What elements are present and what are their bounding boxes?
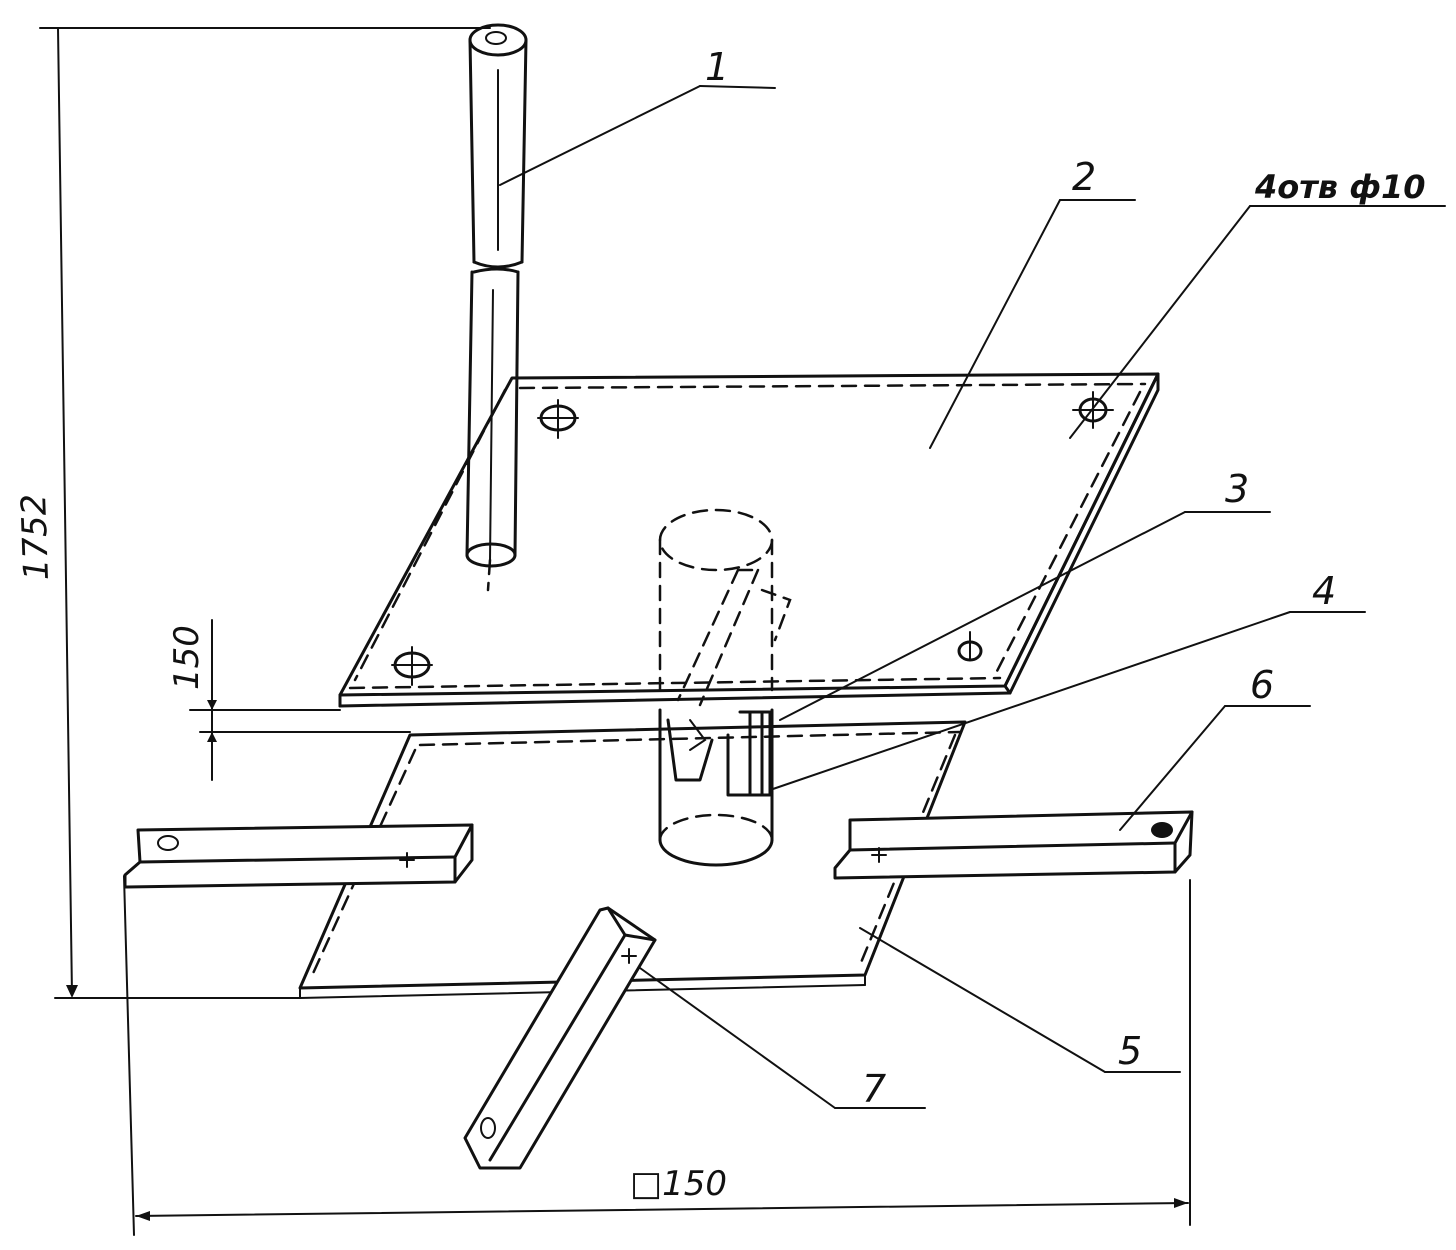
gap-dimension-text: 150 <box>167 625 207 690</box>
square-dimension-text: □150 <box>630 1164 727 1204</box>
top-plate <box>338 372 1160 708</box>
label-item-3: 3 <box>1225 467 1249 511</box>
label-item-2: 2 <box>1072 155 1096 199</box>
height-dimension-text: 1752 <box>14 493 57 581</box>
gap-dimension: 150 <box>167 619 411 781</box>
label-item-1: 1 <box>705 45 729 89</box>
left-angle-bracket <box>123 823 474 889</box>
label-item-7: 7 <box>862 1067 886 1111</box>
vertical-rod <box>465 23 528 592</box>
leader-lines <box>499 85 1446 1109</box>
square-dimension: □150 <box>123 875 1191 1236</box>
label-holes-note: 4отв ф10 <box>1254 168 1425 206</box>
center-cylinder <box>658 508 792 867</box>
height-dimension: 1752 <box>14 27 491 999</box>
label-item-5: 5 <box>1118 1029 1142 1073</box>
front-angle-bracket <box>463 906 657 1170</box>
label-item-4: 4 <box>1312 569 1336 613</box>
label-item-6: 6 <box>1250 663 1274 707</box>
right-angle-bracket <box>833 810 1194 880</box>
